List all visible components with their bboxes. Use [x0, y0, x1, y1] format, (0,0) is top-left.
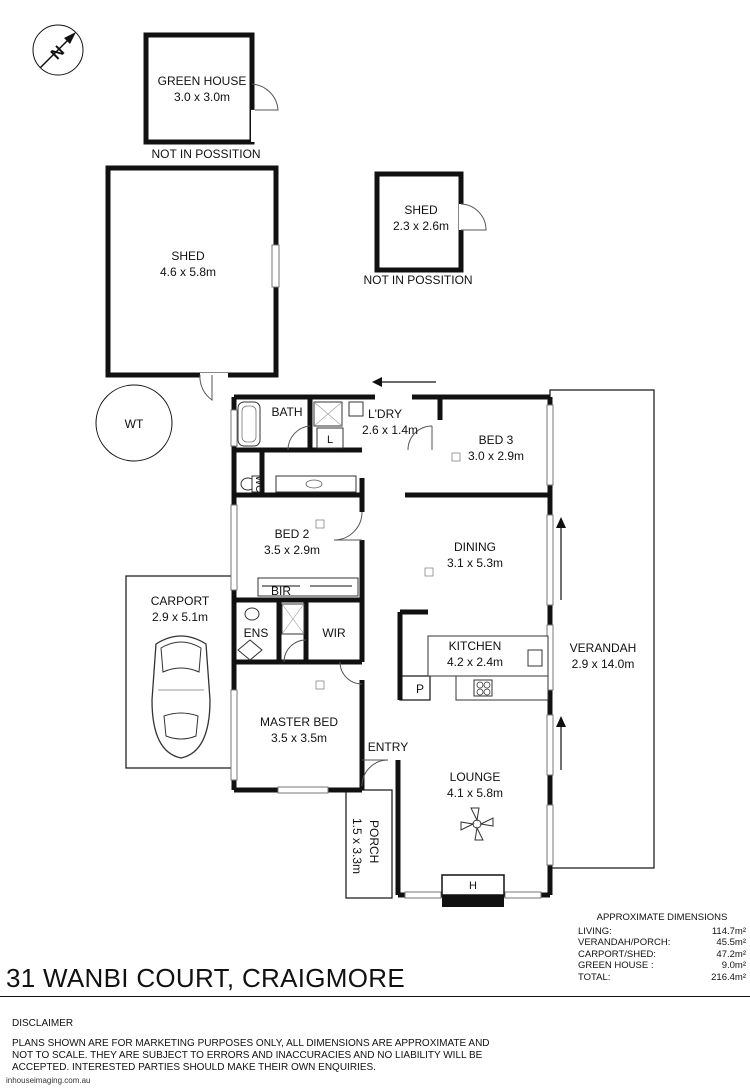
- approximate-dimensions: APPROXIMATE DIMENSIONS LIVING: 114.7m² VE…: [578, 912, 746, 983]
- master-bed-name: MASTER BED: [260, 715, 338, 729]
- areas-heading: APPROXIMATE DIMENSIONS: [596, 912, 728, 923]
- shed-large-size: 4.6 x 5.8m: [160, 265, 216, 279]
- area-row-verandah: VERANDAH/PORCH: 45.5m²: [578, 937, 746, 949]
- doors: [283, 377, 566, 787]
- water-tank: WT: [95, 384, 173, 462]
- shed-large-name: SHED: [171, 249, 205, 263]
- ens-name: ENS: [244, 626, 269, 640]
- laundry-l-label: L: [327, 434, 333, 446]
- greenhouse-size: 3.0 x 3.0m: [174, 90, 230, 104]
- disclaimer: DISCLAIMER PLANS SHOWN ARE FOR MARKETING…: [12, 1018, 512, 1074]
- entry-label: ENTRY: [368, 740, 408, 754]
- dining-name: DINING: [454, 540, 496, 554]
- kitchen-name: KITCHEN: [449, 639, 502, 653]
- windows: [230, 404, 554, 899]
- area-label: LIVING:: [578, 925, 612, 937]
- area-value: 47.2m²: [716, 948, 746, 960]
- wc-label: WC: [253, 476, 264, 493]
- ceiling-fan-icon: [460, 807, 494, 841]
- bath-name: BATH: [271, 405, 302, 419]
- shed-large: SHED 4.6 x 5.8m: [105, 165, 280, 401]
- credit-url: inhouseimaging.com.au: [6, 1076, 91, 1085]
- area-row-living: LIVING: 114.7m²: [578, 926, 746, 938]
- area-label: GREEN HOUSE :: [578, 960, 654, 971]
- area-label: TOTAL:: [578, 971, 611, 983]
- carport: CARPORT 2.9 x 5.1m: [125, 575, 235, 769]
- area-row-total: TOTAL: 216.4m²: [578, 972, 746, 984]
- area-value: 45.5m²: [716, 937, 746, 948]
- divider: [0, 996, 750, 997]
- room-labels: BATH L'DRY 2.6 x 1.4m BED 3 3.0 x 2.9m W…: [244, 405, 524, 800]
- carport-name: CARPORT: [151, 594, 210, 608]
- area-value: 9.0m²: [721, 960, 746, 971]
- wir-name: WIR: [322, 626, 346, 640]
- bed3-name: BED 3: [479, 433, 514, 447]
- heater-label: H: [469, 880, 477, 892]
- water-tank-label: WT: [125, 417, 144, 431]
- shed-small-size: 2.3 x 2.6m: [393, 219, 449, 233]
- verandah: VERANDAH 2.9 x 14.0m: [549, 389, 655, 869]
- greenhouse-position-note: NOT IN POSSITION: [151, 147, 260, 161]
- north-compass: N: [32, 24, 84, 76]
- shed-small-name: SHED: [404, 203, 438, 217]
- area-row-greenhouse: GREEN HOUSE : 9.0m²: [578, 960, 746, 972]
- greenhouse-name: GREEN HOUSE: [158, 74, 247, 88]
- lounge-name: LOUNGE: [450, 770, 501, 784]
- property-address: 31 WANBI COURT, CRAIGMORE: [6, 963, 405, 993]
- bed2-size: 3.5 x 2.9m: [264, 543, 320, 557]
- disclaimer-heading: DISCLAIMER: [12, 1018, 74, 1029]
- shed-position-note: NOT IN POSSITION: [363, 273, 472, 287]
- pantry-label: P: [416, 682, 424, 696]
- laundry-size: 2.6 x 1.4m: [362, 423, 418, 437]
- disclaimer-body: PLANS SHOWN ARE FOR MARKETING PURPOSES O…: [12, 1038, 490, 1073]
- bed2-name: BED 2: [275, 527, 310, 541]
- area-label: VERANDAH/PORCH:: [578, 937, 671, 948]
- area-value: 114.7m²: [711, 925, 746, 937]
- area-value: 216.4m²: [711, 971, 746, 983]
- fixtures: L H: [237, 401, 549, 907]
- area-row-carport: CARPORT/SHED: 47.2m²: [578, 949, 746, 961]
- kitchen-size: 4.2 x 2.4m: [447, 655, 503, 669]
- porch: PORCH 1.5 x 3.3m: [345, 789, 393, 899]
- carport-size: 2.9 x 5.1m: [152, 610, 208, 624]
- verandah-name: VERANDAH: [570, 641, 637, 655]
- bir-name: BIR: [271, 584, 291, 598]
- car-icon: [151, 635, 211, 759]
- lounge-size: 4.1 x 5.8m: [447, 786, 503, 800]
- greenhouse: GREEN HOUSE 3.0 x 3.0m: [143, 32, 279, 145]
- porch-name: PORCH: [367, 820, 381, 863]
- porch-size: 1.5 x 3.3m: [350, 818, 364, 874]
- dining-size: 3.1 x 5.3m: [447, 556, 503, 570]
- verandah-size: 2.9 x 14.0m: [572, 657, 635, 671]
- bed3-size: 3.0 x 2.9m: [468, 449, 524, 463]
- floor-plan: N GREEN HOUSE 3.0 x 3.0m NOT IN POSSITIO…: [32, 24, 655, 907]
- shed-small: SHED 2.3 x 2.6m: [374, 171, 487, 273]
- master-bed-size: 3.5 x 3.5m: [271, 731, 327, 745]
- area-label: CARPORT/SHED:: [578, 948, 656, 960]
- laundry-name: L'DRY: [368, 407, 402, 421]
